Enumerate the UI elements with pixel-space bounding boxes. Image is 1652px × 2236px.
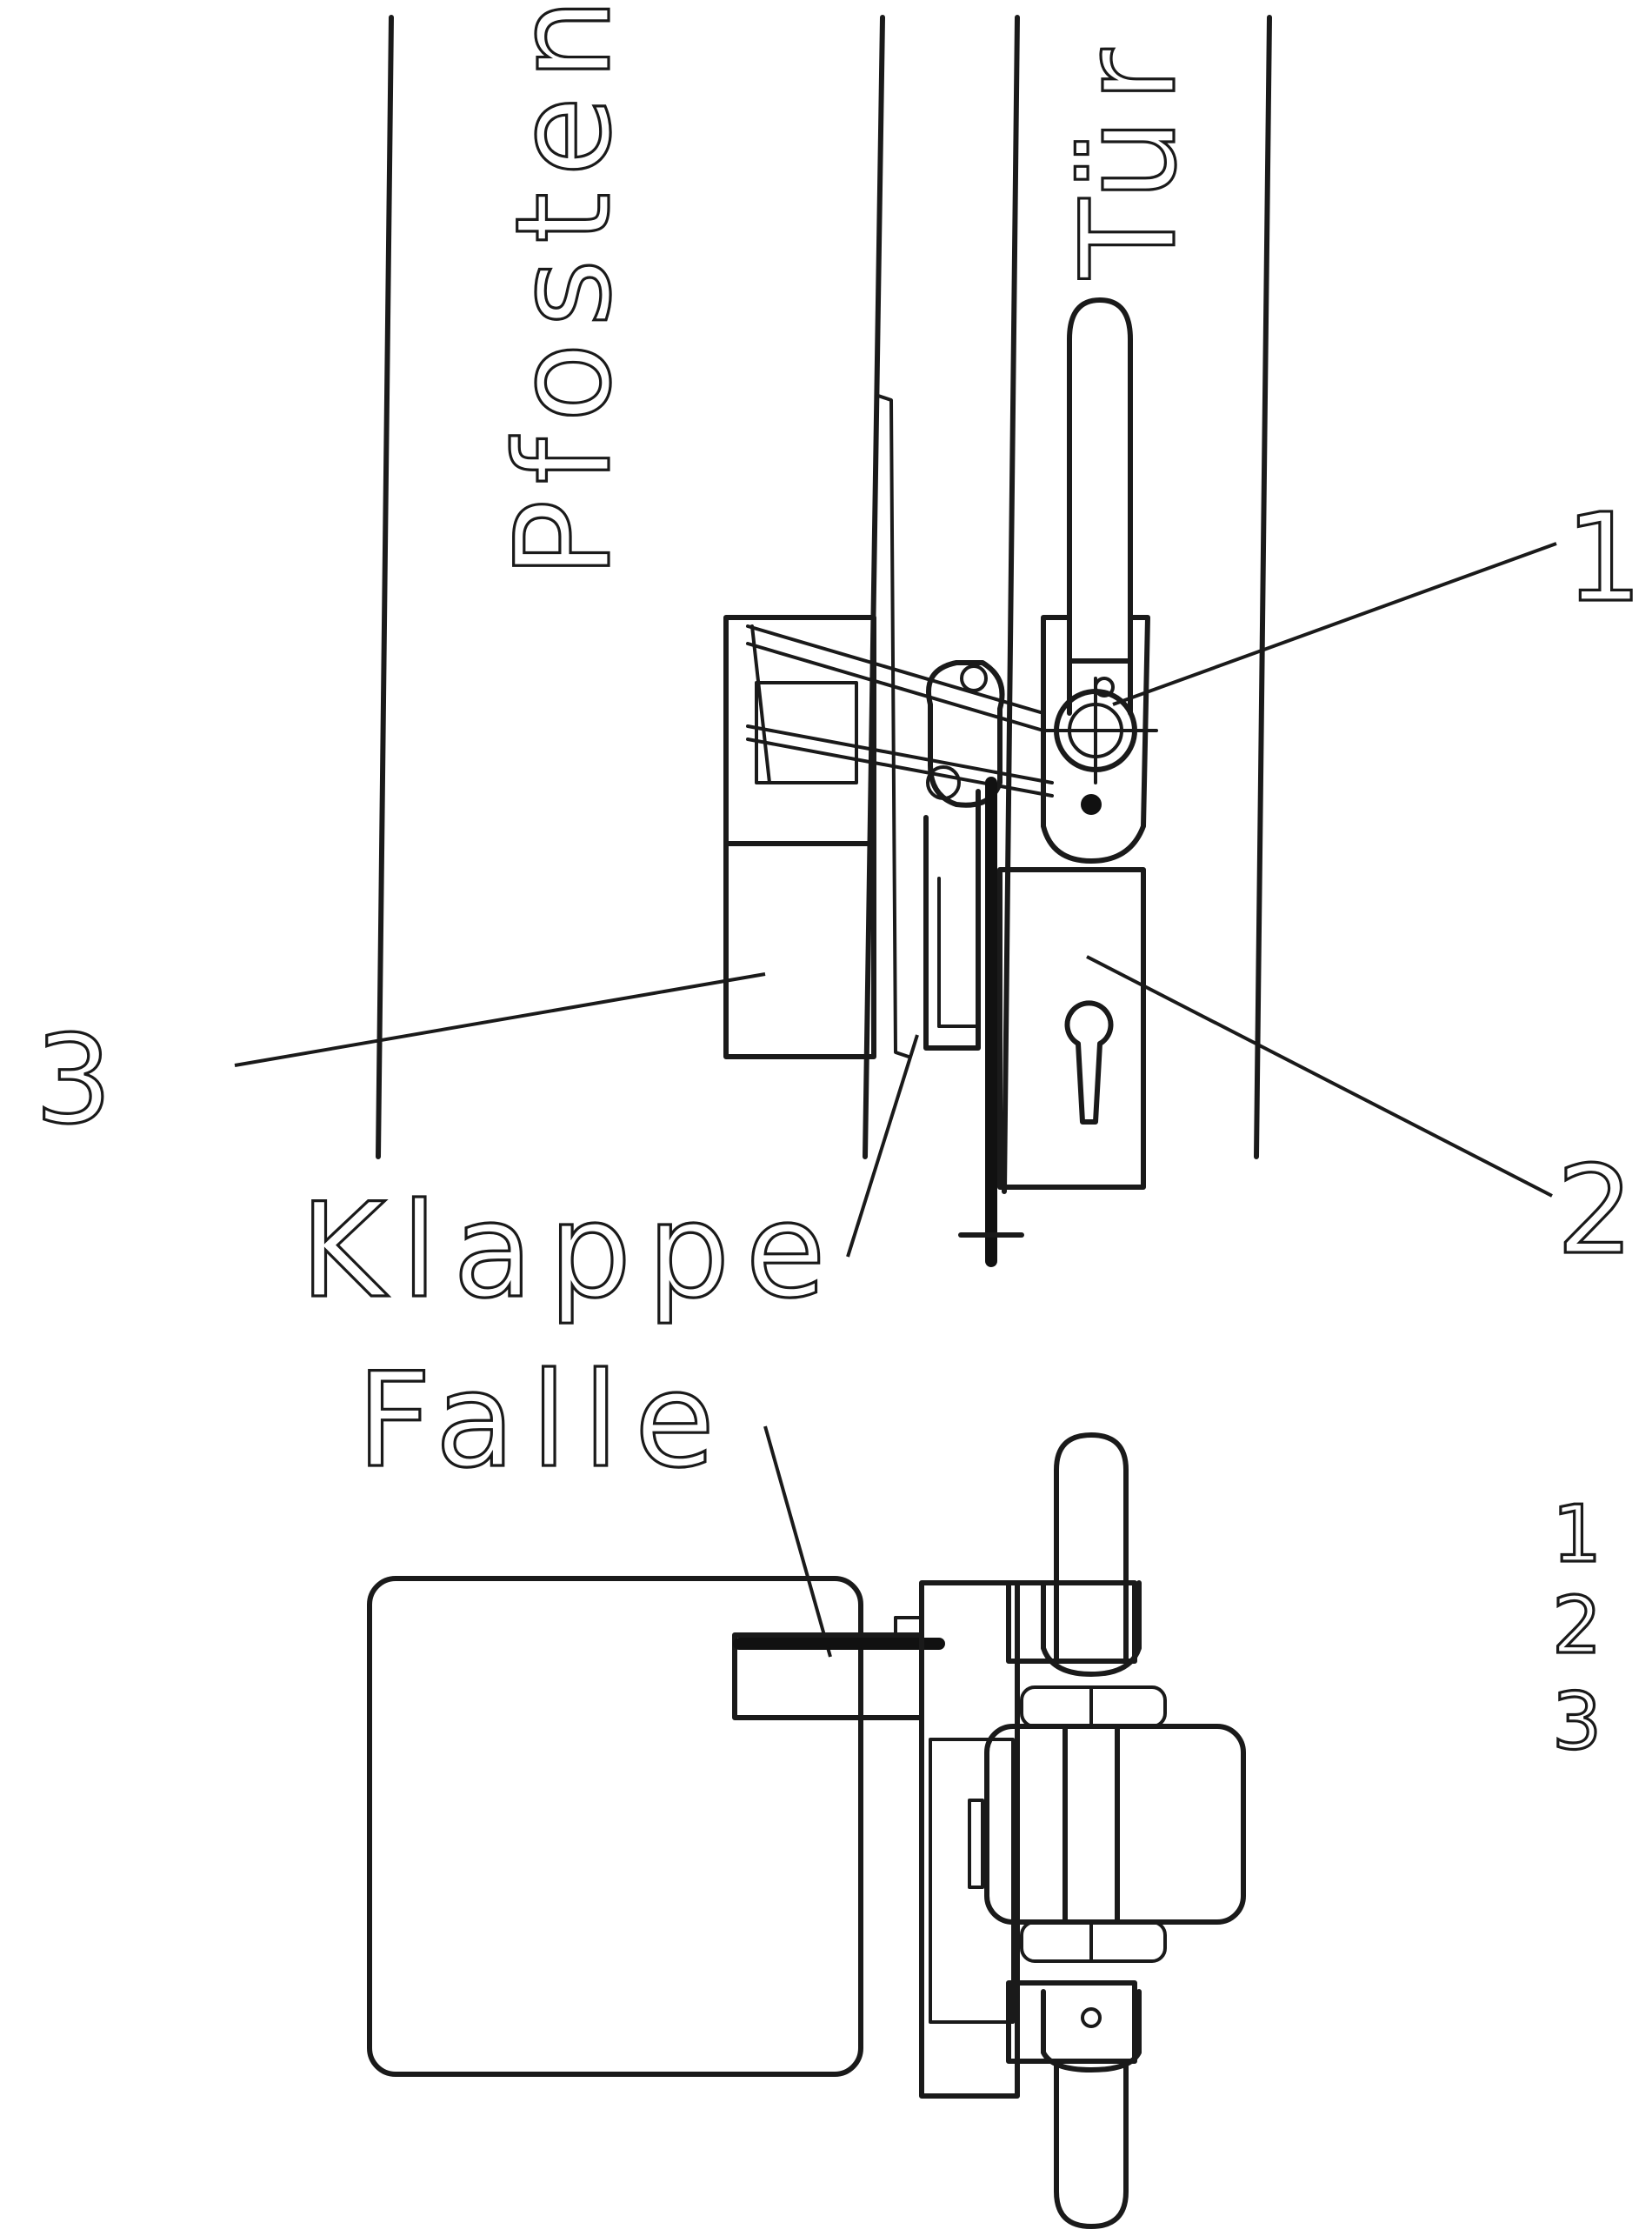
leader-3 <box>234 972 766 1067</box>
handle-top <box>1041 1432 1142 1677</box>
latch-linkage <box>746 624 1054 808</box>
keyhole-icon <box>1064 1000 1114 1125</box>
callout-3: 3 <box>35 1010 112 1151</box>
door-outer-edge <box>1254 15 1272 1159</box>
door-inner-edge <box>1002 15 1020 1194</box>
callout-2: 2 <box>1556 1140 1634 1282</box>
legend-item-2: 2 <box>1552 1580 1602 1672</box>
lock-body <box>919 1580 1137 2099</box>
legend: 1 2 3 <box>1550 1487 1602 1768</box>
post-outer-edge <box>376 15 394 1159</box>
post-inner-edge <box>863 15 885 1159</box>
leader-1 <box>1112 542 1557 706</box>
label-flap: Klappe <box>300 1176 842 1327</box>
callout-1: 1 <box>1565 488 1642 630</box>
component-2-lock-case <box>997 867 1146 1190</box>
latch-bolt <box>732 1616 945 1720</box>
label-latch: Falle <box>356 1345 730 1497</box>
leader-2 <box>1086 955 1553 1198</box>
flap-and-leaf <box>923 777 1024 1267</box>
leader-latch <box>763 1425 832 1658</box>
cylinder-block <box>984 1685 1246 1963</box>
strike-housing <box>367 1576 863 2077</box>
bottom-view: Falle <box>355 1344 1246 2229</box>
legend-item-3: 3 <box>1552 1676 1602 1767</box>
label-post: Pfosten <box>489 0 640 578</box>
label-door: Tür <box>1054 33 1205 279</box>
legend-item-1: 1 <box>1552 1489 1602 1580</box>
leader-flap <box>846 1034 919 1258</box>
top-view <box>376 15 1272 1267</box>
component-1-handle <box>1041 297 1158 864</box>
component-3-strike-box <box>723 615 876 1059</box>
handle-bottom <box>1041 1989 1142 2229</box>
strike-plate-strip <box>876 394 910 1058</box>
